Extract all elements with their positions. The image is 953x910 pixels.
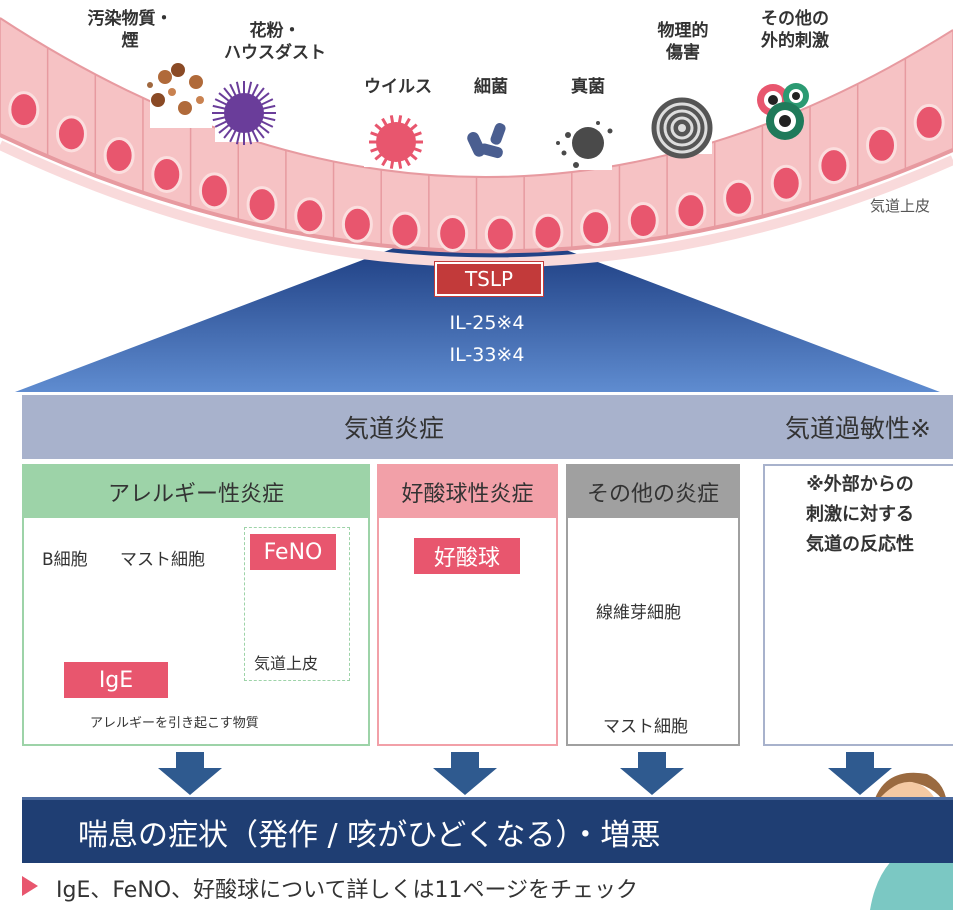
fibroblast-label: 線維芽細胞 xyxy=(596,603,681,623)
tslp-tag: TSLP xyxy=(434,261,544,297)
cell-nucleus xyxy=(55,115,87,153)
cell-nucleus xyxy=(389,211,421,249)
mast-cell-label: マスト細胞 xyxy=(120,550,205,570)
trigger-pollutants-label: 汚染物質・ 煙 xyxy=(87,9,173,51)
asthma-symptoms-banner: 喘息の症状（発作 / 咳がひどくなる）・増悪 xyxy=(22,797,953,863)
cell-nucleus xyxy=(341,205,373,243)
trigger-pollen-label: 花粉・ ハウスダスト xyxy=(224,21,326,63)
il25-label: IL-25※4 xyxy=(449,312,525,334)
feno-dashed-box xyxy=(244,527,350,681)
pollen-icon xyxy=(212,81,276,145)
cell-nucleus xyxy=(103,136,135,174)
eosinophilic-inflammation-title: 好酸球性炎症 xyxy=(379,466,556,518)
mast-cell-label-other: マスト細胞 xyxy=(603,717,688,737)
fungi-icon xyxy=(556,121,613,168)
cell-nucleus xyxy=(675,192,707,230)
trigger-virus-label: ウイルス xyxy=(364,77,432,97)
cell-nucleus xyxy=(484,215,516,253)
eosinophil-tag: 好酸球 xyxy=(414,538,520,574)
hyperresponsiveness-header: 気道過敏性※ xyxy=(763,395,953,459)
trigger-fungi-label: 真菌 xyxy=(571,77,605,97)
trigger-other-label: その他の 外的刺激 xyxy=(761,9,829,51)
virus-icon xyxy=(369,115,423,169)
cell-nucleus xyxy=(866,126,898,164)
cell-nucleus xyxy=(8,91,40,129)
cell-nucleus xyxy=(532,213,564,251)
allergic-inflammation-panel: アレルギー性炎症 xyxy=(22,464,370,746)
hyperresponsiveness-note: ※外部からの 刺激に対する 気道の反応性 xyxy=(806,474,914,555)
cell-nucleus xyxy=(723,179,755,217)
trigger-physical-label: 物理的 傷害 xyxy=(657,21,709,63)
il33-label: IL-33※4 xyxy=(449,344,525,366)
hyperresponsiveness-panel xyxy=(763,464,953,746)
cell-nucleus xyxy=(913,103,945,141)
asthma-symptoms-text: 喘息の症状（発作 / 咳がひどくなる）・増悪 xyxy=(78,817,661,853)
feno-tag: FeNO xyxy=(250,534,336,570)
cell-nucleus xyxy=(770,164,802,202)
trigger-bacteria-label: 細菌 xyxy=(474,77,508,97)
epithelial-cells xyxy=(0,18,953,253)
ige-tag: IgE xyxy=(64,662,168,698)
epithelium-mini-label: 気道上皮 xyxy=(254,654,319,673)
cell-nucleus xyxy=(198,172,230,210)
other-inflammation-title: その他の炎症 xyxy=(568,466,738,518)
external-stimulus-icon xyxy=(757,83,809,140)
hyperresponsiveness-title: 気道過敏性※ xyxy=(785,414,931,443)
footer-note: IgE、FeNO、好酸球について詳しくは11ページをチェック xyxy=(56,878,639,903)
cell-nucleus xyxy=(294,197,326,235)
pollutant-particles-icon xyxy=(147,63,204,115)
b-cell-label: B細胞 xyxy=(42,550,88,570)
airway-epithelium-label: 気道上皮 xyxy=(870,197,931,215)
physical-injury-icon xyxy=(651,97,713,159)
cell-nucleus xyxy=(437,214,469,252)
eosinophilic-inflammation-panel: 好酸球性炎症 xyxy=(377,464,558,746)
bacteria-icon xyxy=(467,123,506,159)
flow-arrows xyxy=(158,752,892,795)
cell-nucleus xyxy=(151,155,183,193)
allergen-label: アレルギーを引き起こす物質 xyxy=(90,716,259,731)
signal-triangle xyxy=(15,242,940,392)
bullet-icon xyxy=(22,876,38,896)
cell-nucleus xyxy=(627,201,659,239)
cell-nucleus xyxy=(818,147,850,185)
airway-inflammation-header: 気道炎症 xyxy=(22,395,766,459)
other-inflammation-panel: その他の炎症 xyxy=(566,464,740,746)
cell-nucleus xyxy=(246,186,278,224)
cell-nucleus xyxy=(580,209,612,247)
airway-inflammation-title: 気道炎症 xyxy=(343,414,444,443)
allergic-inflammation-title: アレルギー性炎症 xyxy=(24,466,368,518)
